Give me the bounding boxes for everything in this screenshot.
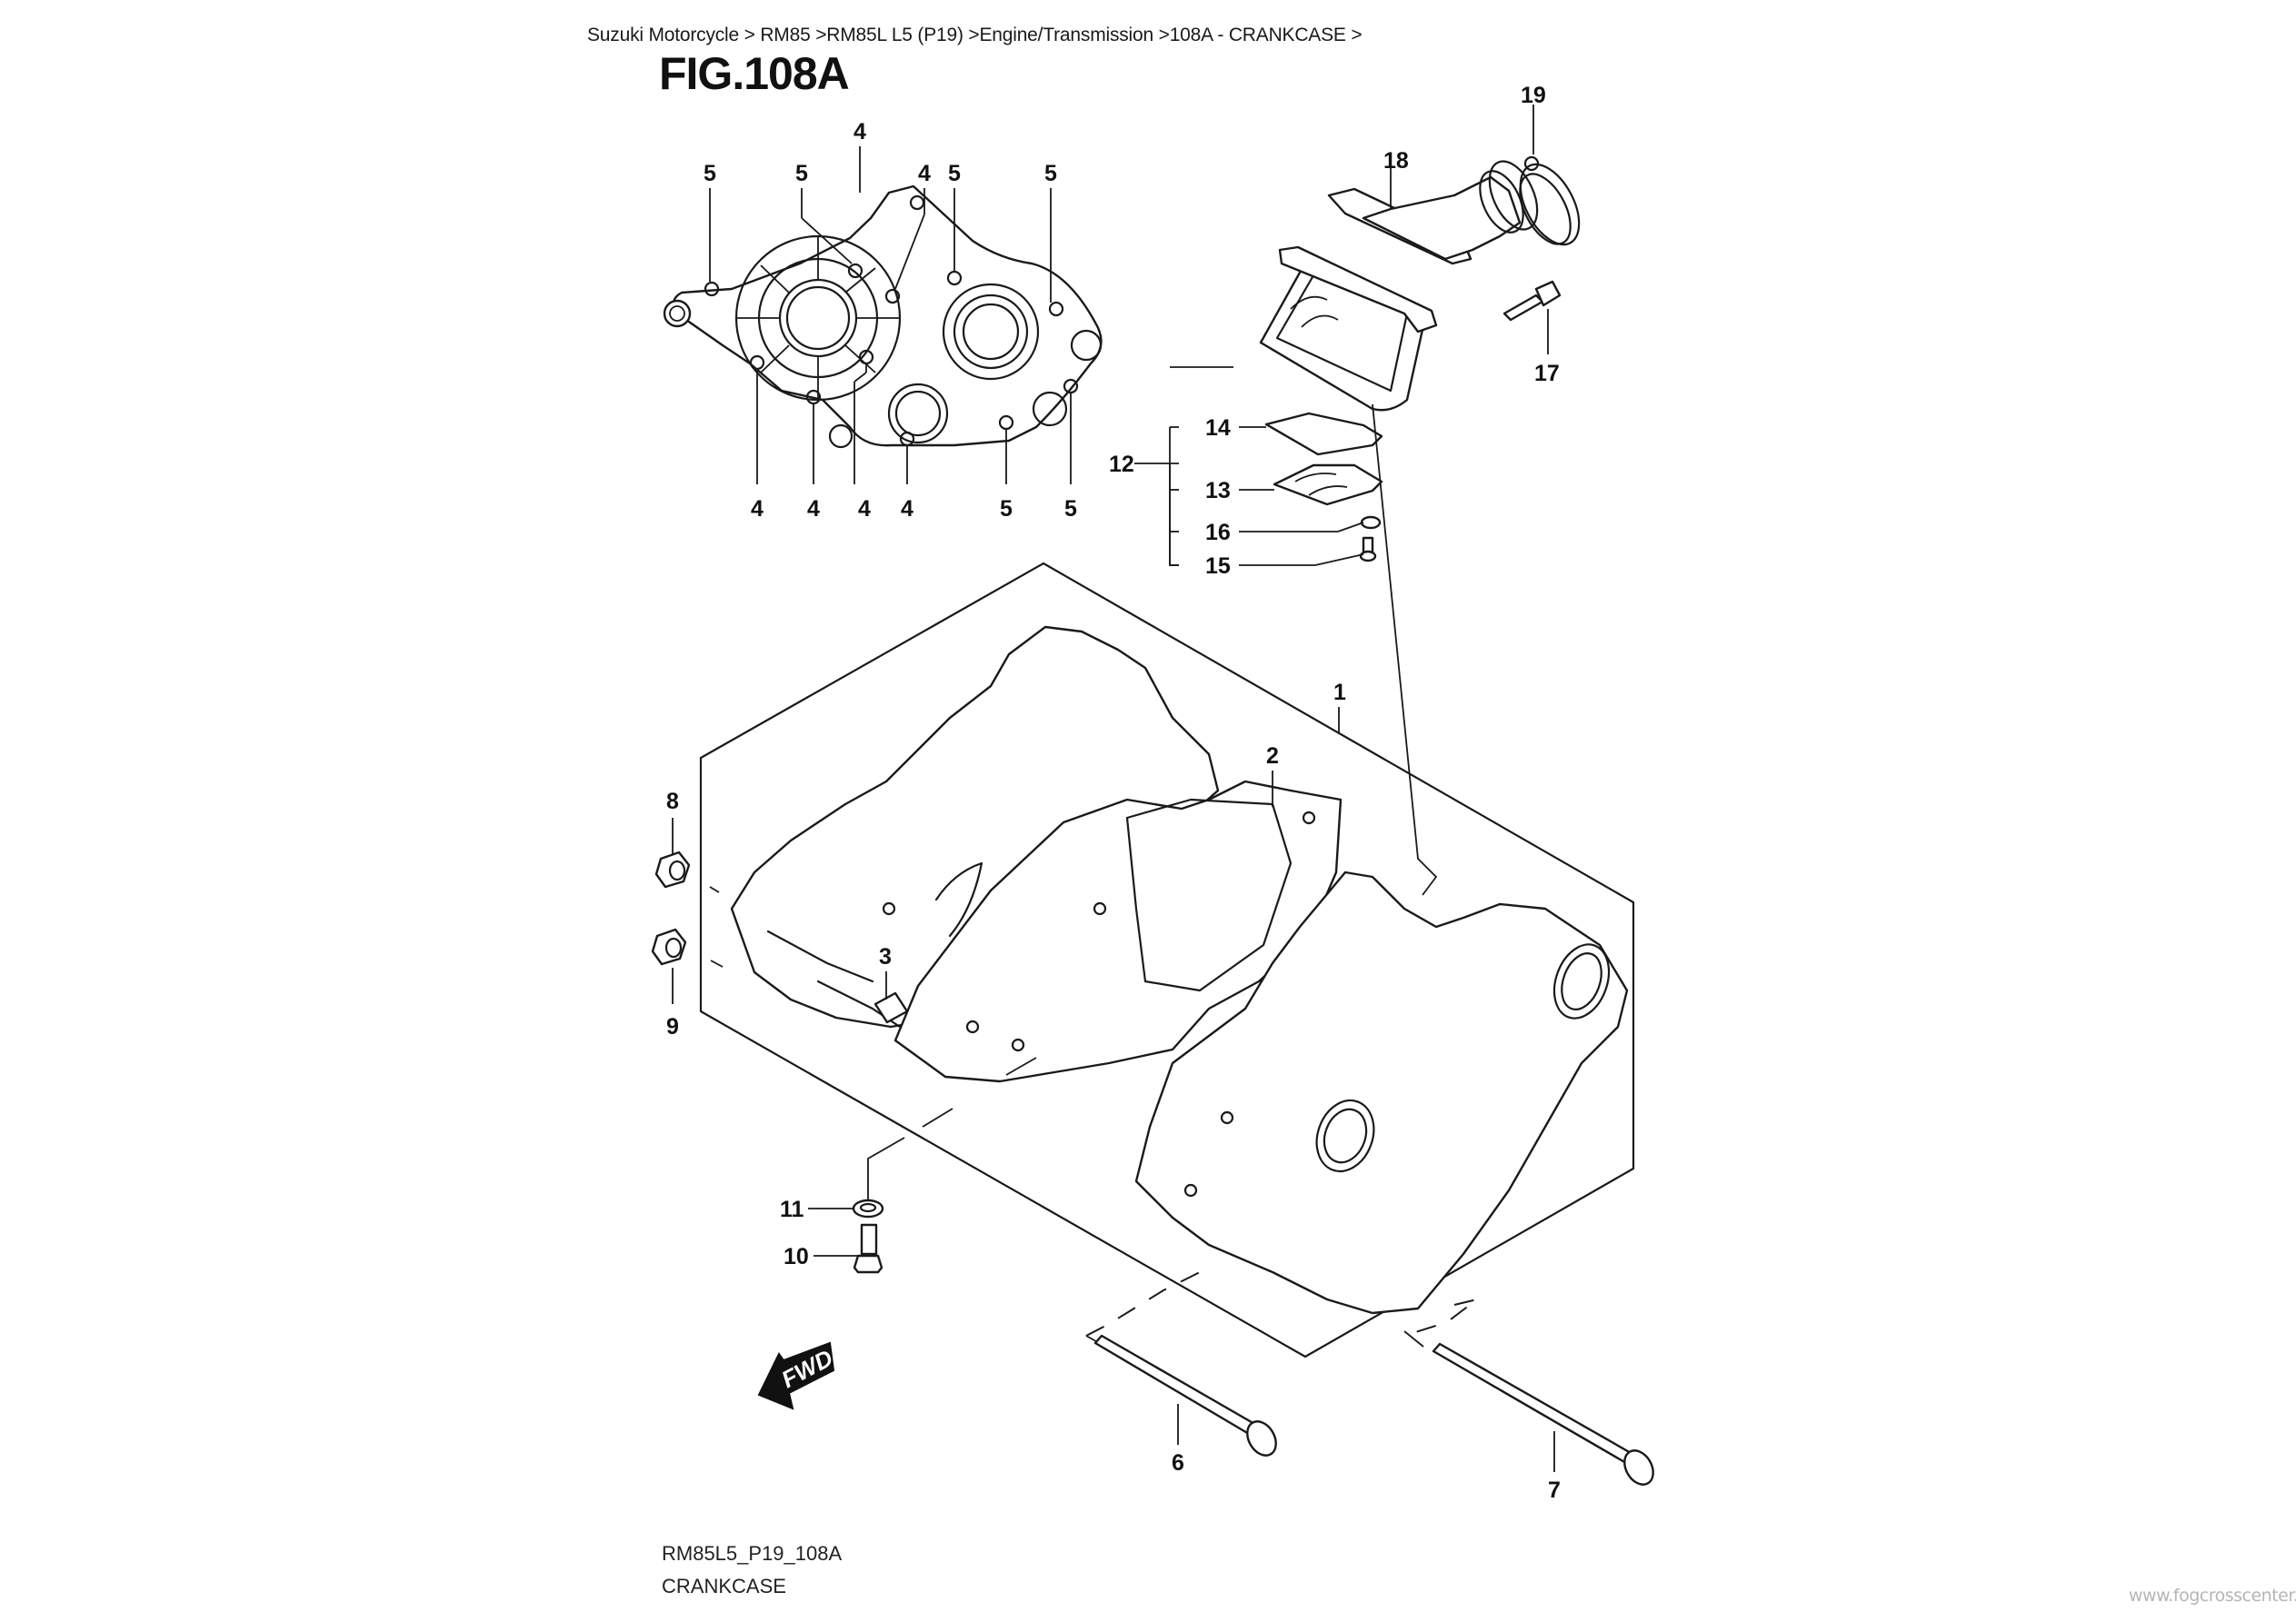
callout-12[interactable]: 12 (1109, 452, 1134, 477)
callout-19[interactable]: 19 (1521, 83, 1546, 108)
callout-5[interactable]: 5 (1044, 161, 1057, 186)
callout-5[interactable]: 5 (795, 161, 808, 186)
callout-2[interactable]: 2 (1266, 743, 1279, 769)
callout-13[interactable]: 13 (1205, 478, 1231, 503)
callout-4[interactable]: 4 (854, 119, 866, 144)
breadcrumb-separator: > (1345, 25, 1363, 45)
fwd-direction-arrow: FWD (757, 1341, 837, 1410)
callout-15[interactable]: 15 (1205, 553, 1231, 579)
reed-stopper (1273, 463, 1383, 506)
crankcase-bolt-6 (1093, 1334, 1277, 1457)
callout-9[interactable]: 9 (666, 1014, 679, 1040)
figure-name: CRANKCASE (662, 1575, 786, 1597)
callout-5[interactable]: 5 (1000, 496, 1013, 522)
breadcrumb-engine-transmission[interactable]: Engine/Transmission (979, 25, 1153, 45)
callout-6[interactable]: 6 (1172, 1450, 1184, 1476)
callout-4[interactable]: 4 (901, 496, 913, 522)
callout-5[interactable]: 5 (1064, 496, 1077, 522)
watermark: www.fogcrosscenter.dk (2129, 1586, 2296, 1606)
breadcrumb-separator: > (1153, 25, 1170, 45)
crankcase-bolt-7 (1432, 1342, 1654, 1486)
callout-16[interactable]: 16 (1205, 520, 1231, 545)
callout-4[interactable]: 4 (807, 496, 820, 522)
hose-clamp (1519, 155, 1581, 246)
callout-11[interactable]: 11 (780, 1197, 804, 1222)
breadcrumb-rm85[interactable]: RM85 (760, 25, 811, 45)
callout-10[interactable]: 10 (784, 1244, 809, 1269)
callout-labels: 1 2 3 4 4 4 4 4 4 5 5 5 5 5 5 6 7 8 9 10… (666, 83, 1561, 1503)
callout-4[interactable]: 4 (751, 496, 764, 522)
screw-15 (1359, 536, 1377, 562)
figure-code: RM85L5_P19_108A (662, 1542, 843, 1565)
figure-title: FIG.108A (659, 48, 850, 99)
intake-pipe (1327, 160, 1539, 265)
callout-14[interactable]: 14 (1205, 415, 1231, 441)
crankcase-half-right-view (663, 184, 1103, 449)
gasket-washer-11 (852, 1199, 884, 1219)
nut-8 (654, 851, 691, 889)
drain-plug-bolt-10 (853, 1223, 883, 1274)
callout-5[interactable]: 5 (704, 161, 716, 186)
reed-valve-assembly (1259, 245, 1438, 412)
leader-lines-4-5 (709, 146, 1072, 484)
breadcrumb-rm85l-l5[interactable]: RM85L L5 (P19) (826, 25, 963, 45)
breadcrumb-suzuki-motorcycle[interactable]: Suzuki Motorcycle (587, 25, 739, 45)
crankcase-half-right (1134, 871, 1629, 1315)
breadcrumb-crankcase[interactable]: 108A - CRANKCASE (1169, 25, 1346, 45)
callout-18[interactable]: 18 (1383, 148, 1409, 174)
callout-4[interactable]: 4 (918, 161, 931, 186)
breadcrumb-separator: > (810, 25, 827, 45)
crankcase-frame (699, 562, 1635, 1358)
breadcrumb-separator: > (739, 25, 761, 45)
callout-3[interactable]: 3 (879, 944, 892, 970)
bolt-17 (1502, 280, 1562, 322)
leader-lines-12-19 (1134, 104, 1549, 896)
callout-4[interactable]: 4 (858, 496, 871, 522)
nut-9 (651, 928, 687, 966)
callout-1[interactable]: 1 (1333, 680, 1346, 705)
callout-5[interactable]: 5 (948, 161, 961, 186)
reed-petal (1264, 412, 1383, 456)
callout-7[interactable]: 7 (1548, 1478, 1561, 1503)
breadcrumb-separator: > (963, 25, 980, 45)
washer-16 (1360, 515, 1382, 530)
crankcase-gasket (893, 780, 1343, 1083)
breadcrumb: Suzuki Motorcycle > RM85 >RM85L L5 (P19)… (587, 25, 1363, 46)
crankcase-half-left (730, 625, 1220, 1029)
callout-17[interactable]: 17 (1534, 361, 1560, 386)
callout-8[interactable]: 8 (666, 789, 679, 814)
